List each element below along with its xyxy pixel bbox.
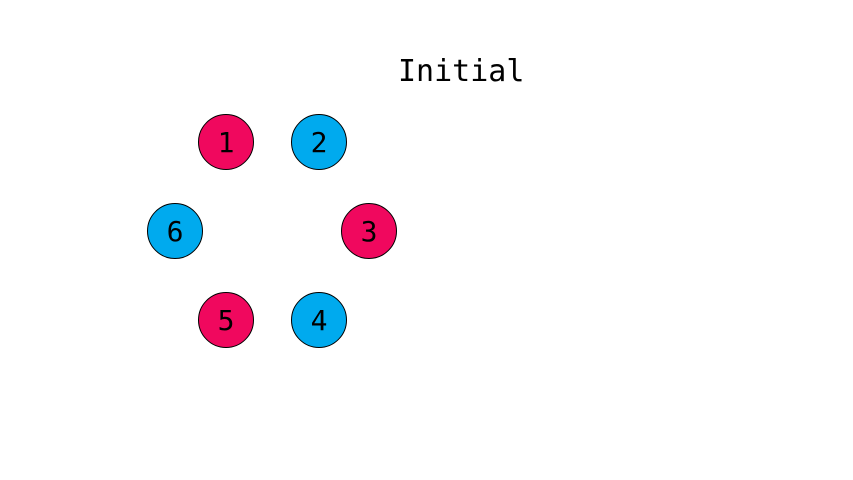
node-2: 2 — [291, 114, 347, 170]
node-3: 3 — [341, 203, 397, 259]
diagram-title: Initial — [398, 54, 525, 89]
node-5: 5 — [198, 292, 254, 348]
node-4: 4 — [291, 292, 347, 348]
node-6: 6 — [147, 203, 203, 259]
node-1: 1 — [198, 114, 254, 170]
